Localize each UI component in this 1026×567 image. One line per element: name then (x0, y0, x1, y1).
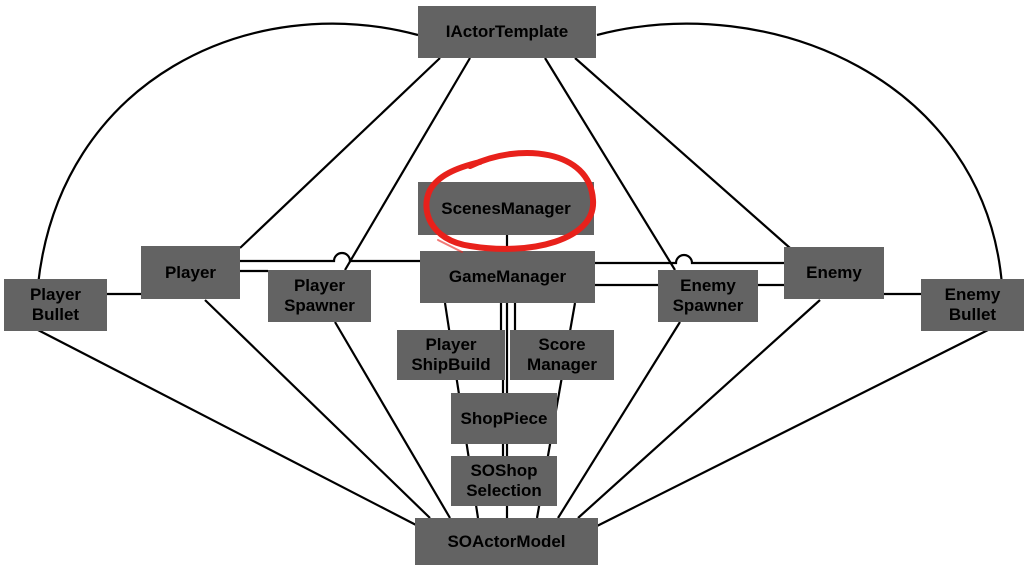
edge-playerbullet-soactormodel (37, 329, 419, 527)
node-label: ScenesManager (441, 198, 571, 218)
node-enemybullet: Enemy Bullet (921, 279, 1024, 331)
node-label: Player (164, 262, 217, 282)
node-soshopselection: SOShop Selection (451, 456, 557, 506)
node-label-line1: Enemy (680, 276, 736, 295)
node-gamemanager: GameManager (420, 251, 595, 303)
node-label-line1: Enemy (944, 285, 1001, 304)
edge-gamemanager-enemy (595, 253, 784, 265)
edge-playerspawner-soactormodel (334, 321, 451, 519)
edge-iactortemplate-playerbullet (36, 22, 419, 286)
node-player: Player (141, 246, 240, 299)
node-shoppiece: ShopPiece (451, 393, 557, 444)
node-label-line1: Player (29, 285, 82, 304)
edge-enemyspawner-soactormodel (557, 321, 681, 519)
node-label-line2: Selection (466, 481, 542, 500)
edge-enemybullet-soactormodel (596, 329, 989, 527)
edge-iactortemplate-enemyspawner (544, 57, 676, 271)
node-playershipbuild: Player ShipBuild (397, 330, 505, 380)
node-label: GameManager (448, 267, 567, 286)
node-label-line2: Bullet (948, 305, 997, 324)
node-label-line2: Spawner (284, 296, 355, 315)
node-label-line2: Bullet (31, 305, 80, 324)
node-label: Enemy (806, 263, 862, 282)
node-enemy: Enemy (784, 247, 884, 299)
node-iactortemplate: IActorTemplate (418, 6, 596, 58)
node-label-line1: Score (538, 335, 586, 354)
edge-enemy-soactormodel (577, 299, 821, 519)
edge-iactortemplate-player (239, 57, 441, 249)
edge-iactortemplate-enemy (574, 57, 791, 249)
node-scoremanager: Score Manager (510, 330, 614, 380)
node-label-line1: Player (293, 276, 346, 295)
node-playerbullet: Player Bullet (4, 279, 107, 331)
edge-player-gamemanager (240, 251, 420, 263)
edge-iactortemplate-playerspawner (344, 57, 471, 271)
node-label-line2: Manager (527, 355, 597, 374)
node-label: ShopPiece (460, 408, 548, 428)
node-soactormodel: SOActorModel (415, 518, 598, 565)
node-label-line1: Player (425, 335, 477, 354)
edge-iactortemplate-enemybullet (596, 22, 1004, 286)
edge-player-soactormodel (204, 299, 431, 519)
node-playerspawner: Player Spawner (268, 270, 371, 322)
node-label: SOActorModel (447, 531, 566, 551)
node-label-line1: SOShop (470, 461, 538, 480)
node-label-line2: ShipBuild (411, 355, 491, 374)
node-label-line2: Spawner (672, 296, 744, 315)
node-enemyspawner: Enemy Spawner (658, 270, 758, 322)
node-label: IActorTemplate (445, 22, 569, 41)
node-scenesmanager: ScenesManager (418, 182, 594, 235)
